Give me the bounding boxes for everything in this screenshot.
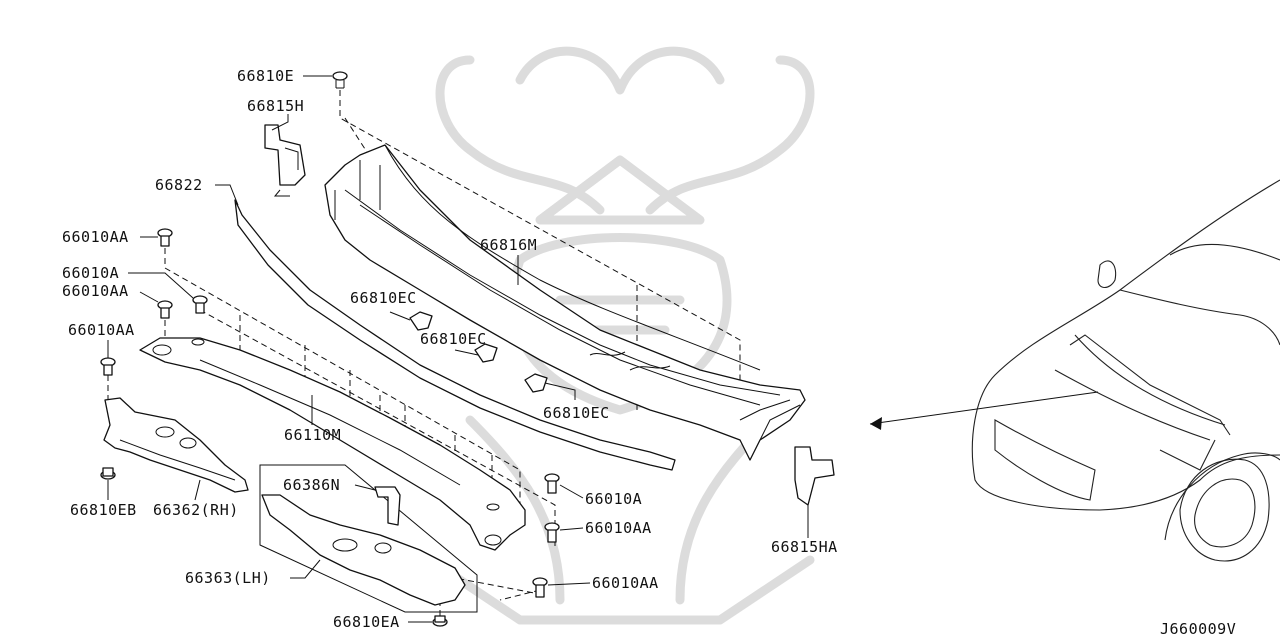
label-66810EA: 66810EA xyxy=(333,613,400,631)
bolt-66010A-right-icon xyxy=(544,473,560,494)
bolt-66010AA-left-icon xyxy=(100,357,116,376)
bolt-66010A-top-icon xyxy=(192,295,208,314)
bracket-66363-lh-group xyxy=(259,464,478,613)
bracket-66362-rh xyxy=(103,397,249,493)
clips-66810EC xyxy=(409,311,548,393)
label-66816M: 66816M xyxy=(480,236,537,254)
label-66010AA-mid: 66010AA xyxy=(62,282,129,300)
label-66815HA: 66815HA xyxy=(771,538,838,556)
cowl-top-panel-66816M xyxy=(324,144,806,461)
diagram-code: J660009V xyxy=(1160,620,1236,637)
label-66010A-right: 66010A xyxy=(585,490,642,508)
bolt-66810E-icon xyxy=(332,71,348,89)
label-66815H: 66815H xyxy=(247,97,304,115)
bolt-66010AA-bottom-icon xyxy=(532,577,548,598)
nut-66810EB-icon xyxy=(100,467,116,480)
leader-lines xyxy=(107,75,1099,623)
label-66362-rh: 66362(RH) xyxy=(153,501,239,519)
label-66363-lh: 66363(LH) xyxy=(185,569,271,587)
label-66010AA-left: 66010AA xyxy=(68,321,135,339)
fasteners xyxy=(100,71,560,627)
bolt-66010AA-mid-icon xyxy=(157,300,173,319)
nut-66810EA-icon xyxy=(432,615,448,627)
label-66810E: 66810E xyxy=(237,67,294,85)
bolt-66010AA-right-icon xyxy=(544,522,560,543)
bolt-66010AA-top-icon xyxy=(157,228,173,247)
bracket-66815H xyxy=(264,124,306,197)
part-labels: 66810E 66815H 66822 66010AA 66010A 66010… xyxy=(62,67,1236,637)
label-66810EB: 66810EB xyxy=(70,501,137,519)
cowl-extension-66110M xyxy=(139,337,526,551)
label-66810EC-3: 66810EC xyxy=(543,404,610,422)
label-66010AA-right: 66010AA xyxy=(585,519,652,537)
label-66810EC-2: 66810EC xyxy=(420,330,487,348)
label-66010AA-bottom: 66010AA xyxy=(592,574,659,592)
vehicle-outline xyxy=(971,179,1280,562)
label-66110M: 66110M xyxy=(284,426,341,444)
label-66386N: 66386N xyxy=(283,476,340,494)
label-66810EC-1: 66810EC xyxy=(350,289,417,307)
label-66010A-top: 66010A xyxy=(62,264,119,282)
label-66010AA-top: 66010AA xyxy=(62,228,129,246)
seal-strip-66822 xyxy=(234,199,676,471)
bracket-66815HA xyxy=(794,446,835,506)
label-66822: 66822 xyxy=(155,176,203,194)
